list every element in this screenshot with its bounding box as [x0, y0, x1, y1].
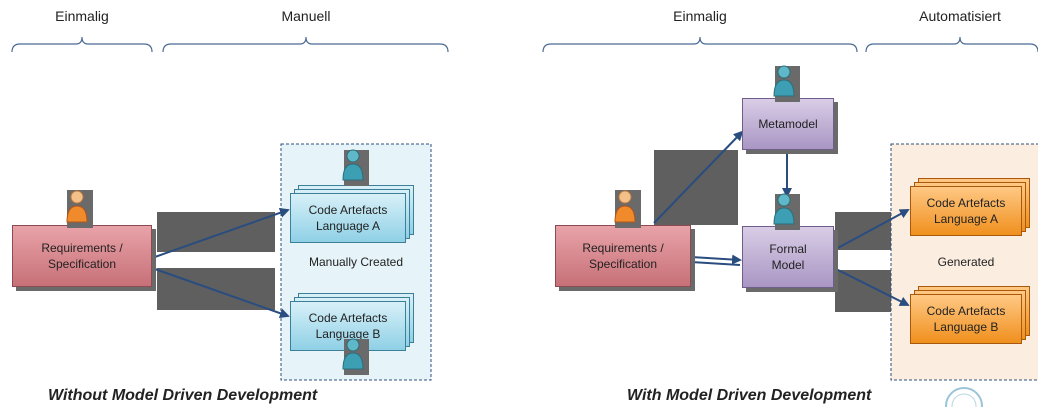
person-teal-icon — [342, 149, 369, 186]
requirements-label-left: Requirements / Specification — [41, 241, 123, 271]
requirements-box-left: Requirements / Specification — [12, 225, 152, 287]
code-artefacts-a-right: Code Artefacts Language A — [910, 186, 1022, 236]
code-artefacts-a-left: Code Artefacts Language A — [290, 193, 406, 243]
arrow-shadows-left — [157, 212, 275, 310]
person-orange-icon — [614, 190, 641, 228]
metamodel-box: Metamodel — [742, 98, 834, 150]
container-label-left: Manually Created — [308, 255, 404, 269]
person-orange-icon — [66, 190, 93, 228]
container-label-right: Generated — [937, 255, 995, 269]
bracket-right-auto — [865, 36, 1038, 53]
code-artefacts-a-left-label: Code Artefacts Language A — [308, 203, 388, 233]
bracket-left-manual — [162, 36, 449, 53]
requirements-label-right: Requirements / Specification — [582, 241, 664, 271]
metamodel-label: Metamodel — [758, 117, 818, 131]
code-artefacts-b-right: Code Artefacts Language B — [910, 294, 1022, 344]
code-artefacts-a-right-label: Code Artefacts Language A — [926, 196, 1006, 226]
logo-seal-icon — [945, 387, 983, 407]
bracket-left-once — [11, 36, 153, 53]
code-artefacts-b-right-label: Code Artefacts Language B — [926, 304, 1006, 334]
arrows-right — [653, 130, 910, 306]
person-teal-icon — [773, 65, 800, 102]
bracket-right-once — [542, 36, 858, 53]
caption-right: With Model Driven Development — [627, 387, 872, 404]
person-teal-icon — [342, 338, 369, 375]
phase-label-right-once: Einmalig — [673, 8, 727, 24]
code-artefacts-b-left-label: Code Artefacts Language B — [308, 311, 388, 341]
formal-model-box: Formal Model — [742, 226, 834, 288]
person-teal-icon — [773, 193, 800, 230]
caption-left: Without Model Driven Development — [48, 387, 318, 404]
phase-label-left-once: Einmalig — [55, 8, 109, 24]
requirements-box-right: Requirements / Specification — [555, 225, 691, 287]
phase-brackets — [11, 36, 1038, 53]
arrows-left — [151, 207, 290, 319]
formal-model-label: Formal Model — [769, 242, 807, 272]
phase-label-right-auto: Automatisiert — [919, 8, 1001, 24]
phase-label-left-manual: Manuell — [281, 8, 331, 24]
